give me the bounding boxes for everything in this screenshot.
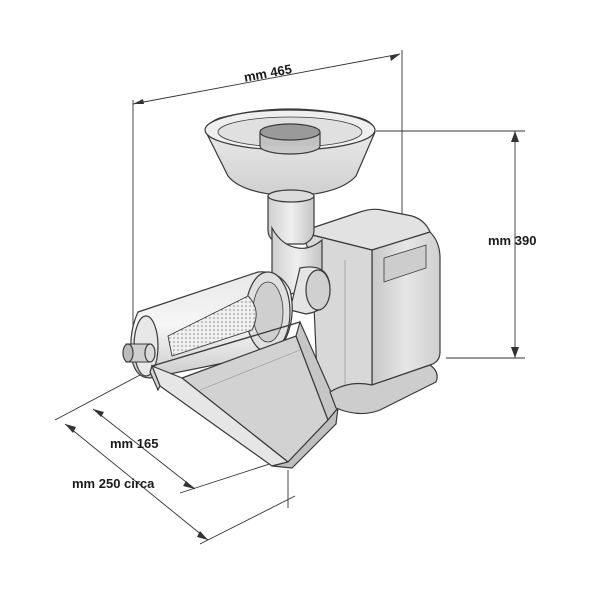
screw-cylinder (122, 271, 293, 379)
base (329, 364, 438, 415)
depth-total-dim-line (64, 423, 209, 541)
dimension-lines (54, 50, 525, 545)
feed-tube (271, 225, 331, 315)
depth-label: mm 165 (110, 436, 159, 451)
height-label: mm 390 (488, 233, 537, 248)
juice-chute (149, 320, 339, 469)
depth-ext-back (199, 495, 296, 545)
depth-ext-front (54, 374, 141, 421)
depth-dim-line (92, 408, 196, 490)
depth-total-label: mm 250 circa (72, 476, 155, 491)
width-dim-line (132, 53, 401, 105)
hopper (204, 108, 376, 245)
